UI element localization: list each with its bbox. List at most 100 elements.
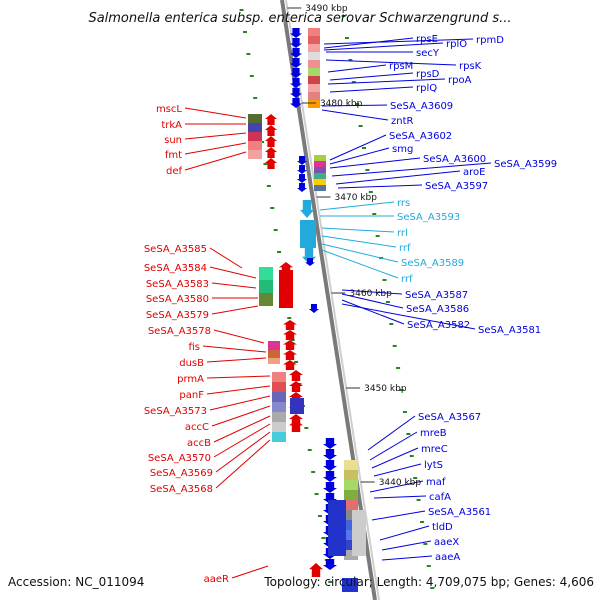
gene-label: rpsK xyxy=(459,61,482,72)
label-connector xyxy=(341,299,405,325)
gene-color-block xyxy=(344,480,358,490)
gene-color-block xyxy=(344,540,358,550)
reverse-gene-arrow xyxy=(323,438,337,449)
gene-label: SeSA_A3579 xyxy=(146,310,209,321)
label-connector xyxy=(206,357,267,363)
label-connector xyxy=(329,72,414,81)
gene-label: rpsD xyxy=(416,69,440,80)
gene-label: rplO xyxy=(446,39,467,50)
label-connector xyxy=(337,184,423,189)
forward-gene-arrow xyxy=(265,125,277,136)
label-connector xyxy=(321,104,388,107)
label-connector xyxy=(371,510,426,521)
gene-label: SeSA_A3597 xyxy=(425,181,488,192)
map-title: Salmonella enterica subsp. enterica sero… xyxy=(88,11,511,26)
label-connector xyxy=(209,247,243,269)
gene-label: aroE xyxy=(463,167,485,178)
gene-color-block xyxy=(308,84,320,92)
label-connector xyxy=(341,293,404,309)
forward-gene-arrow xyxy=(289,381,303,392)
label-connectors xyxy=(184,37,492,579)
gene-color-block xyxy=(308,28,320,36)
reverse-gene-arrow xyxy=(323,449,337,460)
gene-label: mscL xyxy=(156,104,182,115)
label-connector xyxy=(321,249,399,279)
reverse-gene-arrow xyxy=(323,460,337,471)
gene-label: rpsE xyxy=(416,34,438,45)
label-connector xyxy=(206,385,271,395)
gene-color-block xyxy=(268,350,280,358)
gene-color-block xyxy=(344,500,358,510)
gene-label: SeSA_A3609 xyxy=(390,101,453,112)
label-connector xyxy=(369,431,418,461)
label-connector xyxy=(329,86,414,93)
gene-color-block xyxy=(314,161,326,167)
gene-label: fmt xyxy=(165,150,182,161)
gene-color-block xyxy=(272,432,286,442)
label-connector xyxy=(215,439,271,489)
gene-label: SeSA_A3581 xyxy=(478,325,541,336)
label-connector xyxy=(329,157,421,169)
label-connector xyxy=(319,201,395,211)
gene-color-block xyxy=(259,267,273,280)
gene-label: prmA xyxy=(177,374,204,385)
gene-label: SeSA_A3584 xyxy=(144,263,207,274)
gene-label: accC xyxy=(185,422,209,433)
reverse-gene-arrow xyxy=(323,471,337,482)
gene-color-block xyxy=(314,173,326,179)
label-connector xyxy=(215,431,271,473)
forward-gene-arrow xyxy=(265,136,277,147)
forward-gene-block xyxy=(279,270,293,308)
gene-label: rrl xyxy=(397,228,408,239)
gene-color-block xyxy=(344,490,358,500)
forward-gene-arrow xyxy=(283,360,297,370)
label-connector xyxy=(184,107,247,119)
label-connector xyxy=(184,142,247,155)
kbp-label: 3460 kbp xyxy=(349,289,392,299)
gene-color-block xyxy=(308,100,320,108)
gene-color-block xyxy=(344,520,358,530)
gene-label: SeSA_A3580 xyxy=(146,294,209,305)
label-connector xyxy=(379,525,430,541)
gene-label: mreB xyxy=(420,428,447,439)
label-connector xyxy=(371,447,419,469)
gene-label: mreC xyxy=(421,444,448,455)
reverse-gene-arrow xyxy=(297,156,307,165)
label-connector xyxy=(327,64,387,73)
reverse-gene-arrow xyxy=(290,48,302,58)
gene-label: rpmD xyxy=(476,35,504,46)
gene-label: aaeR xyxy=(204,574,229,585)
reverse-gene-arrow xyxy=(323,559,337,570)
gene-label: aaeX xyxy=(434,537,459,548)
gene-features xyxy=(248,28,366,592)
forward-gene-arrow xyxy=(283,340,297,350)
label-connector xyxy=(325,59,457,66)
label-connector xyxy=(341,289,403,295)
gene-label: maf xyxy=(426,477,446,488)
gene-color-block xyxy=(272,402,286,412)
label-connector xyxy=(321,227,395,233)
forward-gene-arrow xyxy=(289,414,303,425)
label-connector xyxy=(213,423,271,458)
forward-gene-arrow xyxy=(279,262,293,274)
gene-color-block xyxy=(308,92,320,100)
label-connector xyxy=(341,303,476,330)
gene-color-block xyxy=(344,470,358,480)
reverse-gene-arrow xyxy=(290,78,302,88)
gene-label: fis xyxy=(188,342,200,353)
label-connector xyxy=(369,480,424,493)
label-connector xyxy=(184,132,247,140)
gene-color-block xyxy=(314,155,326,161)
label-connector xyxy=(329,134,387,161)
gene-color-block xyxy=(290,398,304,414)
reverse-gene-arrow xyxy=(290,68,302,78)
gene-color-block xyxy=(344,460,358,470)
gene-color-block xyxy=(248,123,262,132)
gene-label: SeSA_A3585 xyxy=(144,244,207,255)
gene-color-block xyxy=(342,578,358,592)
accession-text: Accession: NC_011094 xyxy=(8,575,144,589)
gene-label: secY xyxy=(416,48,440,59)
label-connector xyxy=(213,415,271,443)
gene-label: SeSA_A3578 xyxy=(148,326,211,337)
